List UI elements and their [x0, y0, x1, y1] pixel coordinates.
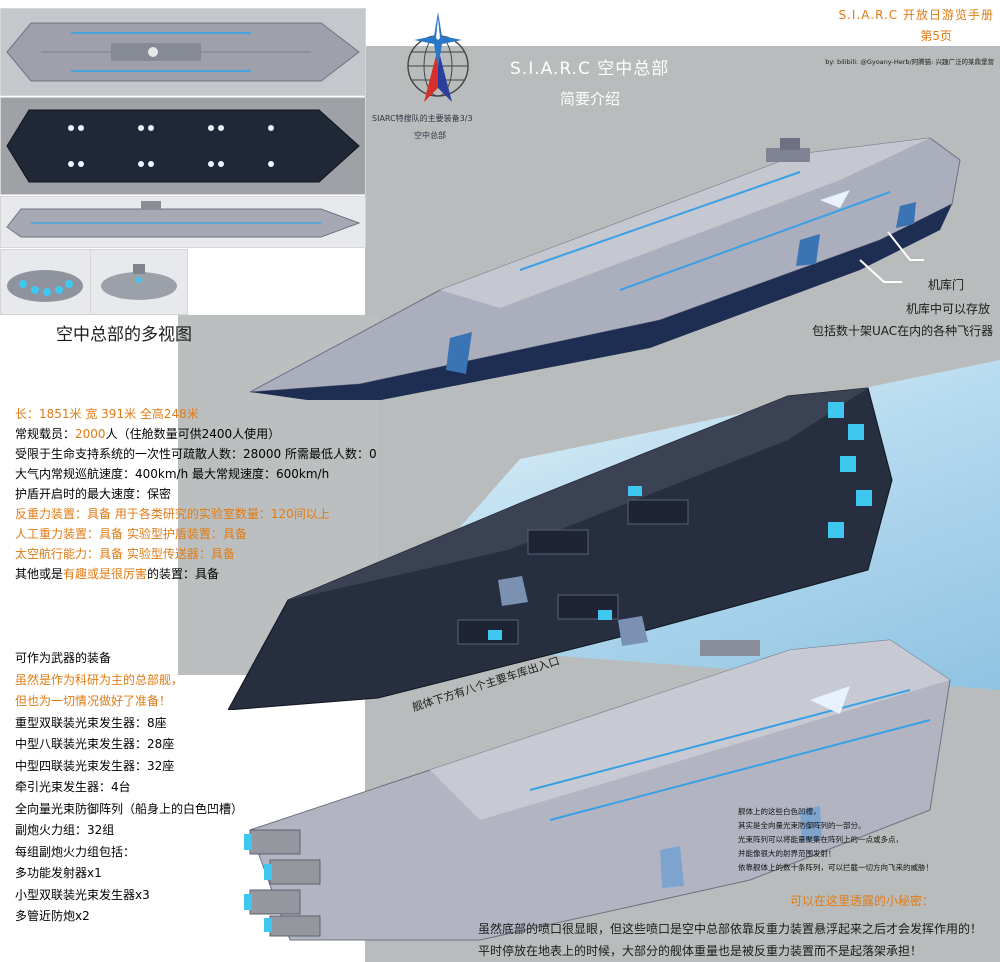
siarc-emblem — [407, 12, 469, 102]
weapons-note-1: 虽然是作为科研为主的总部舰， — [15, 672, 184, 687]
secret-bottom-1: 虽然底部的喷口很显眼，但这些喷口是空中总部依靠反重力装置悬浮起来之后才会发挥作用… — [478, 922, 983, 936]
page-subtitle: 简要介绍 — [560, 90, 621, 108]
weapon-item: 牵引光束发生器：4台 — [15, 780, 131, 794]
spec-dimensions: 长：1851米 宽 391米 全高248米 — [15, 407, 199, 421]
spec-crew: 常规载员：2000人（住舱数量可供2400人使用） — [15, 427, 281, 441]
multiview-label: 空中总部的多视图 — [56, 325, 192, 345]
spec-space-travel: 太空航行能力：具备 实验型传送器：具备 — [15, 547, 235, 561]
weapon-item: 中型四联装光束发生器：32座 — [15, 758, 175, 773]
weapons-heading: 可作为武器的装备 — [15, 651, 112, 665]
secret-line: 依靠舰体上的数十条阵列，可以拦截一切方向飞来的威胁！ — [738, 863, 933, 872]
manual-title: S.I.A.R.C 开放日游览手册 — [838, 8, 994, 22]
secret-heading: 可以在这里透露的小秘密： — [790, 894, 935, 908]
weapon-item: 全向量光束防御阵列（船身上的白色凹槽） — [15, 801, 244, 816]
hangar-line-2: 包括数十架UAC在内的各种飞行器 — [812, 324, 994, 338]
specs-block: 长：1851米 宽 391米 全高248米 常规载员：2000人（住舱数量可供2… — [15, 404, 377, 584]
spec-antigravity: 反重力装置：具备 用于各类研究的实验室数量：120间以上 — [15, 507, 330, 521]
page-number: 第5页 — [920, 29, 952, 43]
spec-speed: 大气内常规巡航速度：400km/h 最大常规速度：600km/h — [15, 467, 330, 481]
weapon-item: 副炮火力组：32组 — [15, 823, 115, 837]
secret-line: 光束阵列可以将能量聚集在阵列上的一点或多点， — [738, 835, 903, 844]
byline: by: bilibili: @Gyoany-Herb/阿腾猫: 兴趣广泛的某鼎堡… — [825, 58, 994, 66]
spec-artificial-gravity: 人工重力装置：具备 实验型护盾装置：具备 — [15, 527, 247, 541]
view-front — [90, 249, 188, 315]
weapon-item: 中型八联装光束发生器：28座 — [15, 737, 175, 751]
secret-line: 其实是全向量光束防御阵列的一部分。 — [738, 821, 866, 830]
spec-shield-speed: 护盾开启时的最大速度：保密 — [15, 487, 172, 501]
page-title: S.I.A.R.C 空中总部 — [510, 59, 670, 79]
ship-rear-render — [244, 639, 951, 941]
weapon-item: 多功能发射器x1 — [15, 866, 102, 880]
view-bottom — [0, 97, 366, 195]
emblem-caption-2: 空中总部 — [414, 131, 446, 140]
weapons-block: 可作为武器的装备 虽然是作为科研为主的总部舰， 但也为一切情况做好了准备！ 重型… — [15, 648, 243, 928]
emblem-caption-1: SIARC特搜队的主要装备3/3 — [372, 114, 473, 123]
view-side — [0, 196, 366, 248]
spec-evacuation: 受限于生命支持系统的一次性可疏散人数：28000 所需最低人数：0 — [15, 447, 377, 461]
hangar-label: 机库门 — [928, 278, 965, 292]
ship-top-render — [249, 137, 961, 400]
view-top — [0, 8, 366, 96]
secret-line: 舰体上的这些白色凹槽， — [738, 807, 821, 816]
weapons-note-2: 但也为一切情况做好了准备！ — [15, 694, 172, 708]
weapon-item: 小型双联装光束发生器x3 — [15, 887, 150, 902]
secret-notes: 舰体上的这些白色凹槽， 其实是全向量光束防御阵列的一部分。 光束阵列可以将能量聚… — [738, 805, 933, 875]
weapon-item: 每组副炮火力组包括： — [15, 844, 136, 859]
hangar-line-1: 机库中可以存放 — [906, 302, 991, 316]
secret-line: 并能像很大的射界范围发射！ — [738, 849, 836, 858]
weapon-item: 多管近防炮x2 — [15, 909, 90, 923]
secret-bottom-2: 平时停放在地表上的时候，大部分的舰体重量也是被反重力装置而不是起落架承担！ — [478, 944, 923, 958]
weapon-item: 重型双联装光束发生器：8座 — [15, 715, 167, 730]
ship-bottom-render — [228, 387, 893, 710]
spec-other: 其他或是有趣或是很厉害的装置：具备 — [15, 567, 220, 581]
